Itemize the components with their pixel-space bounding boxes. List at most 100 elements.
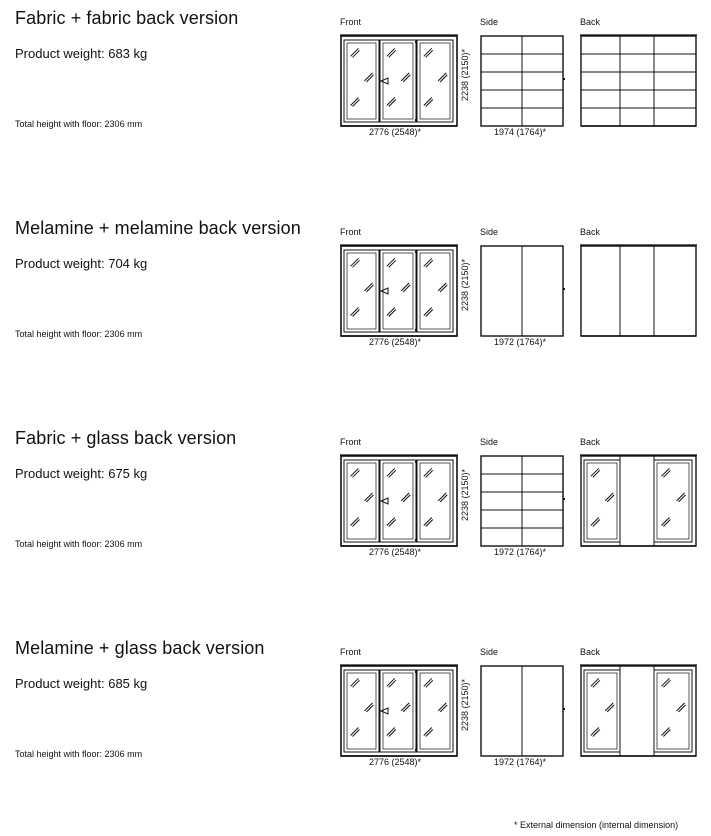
- glass-reflection: [350, 677, 359, 687]
- glass-reflection: [439, 284, 448, 293]
- glass-reflection: [352, 729, 360, 737]
- back-label: Back: [580, 17, 601, 27]
- product-weight: Product weight: 683 kg: [15, 46, 148, 61]
- back-view-drawing: [580, 454, 697, 547]
- glass-pane: [343, 459, 380, 543]
- glass-reflection: [592, 519, 601, 527]
- glass-inner-frame: [656, 462, 690, 540]
- side-width-dimension: 1972 (1764)*: [494, 337, 547, 347]
- glass-pane: [416, 459, 454, 543]
- side-width-dimension: 1972 (1764)*: [494, 547, 547, 557]
- hinge: [414, 670, 418, 674]
- glass-reflection: [364, 702, 373, 712]
- front-width-dimension: 2776 (2548)*: [369, 757, 422, 767]
- glass-reflection: [678, 494, 686, 503]
- glass-reflection: [590, 727, 600, 736]
- glass-reflection: [388, 99, 397, 107]
- glass-reflection: [386, 677, 396, 687]
- glass-reflection: [350, 257, 359, 267]
- hinge: [414, 538, 418, 542]
- front-view-drawing: [340, 34, 458, 127]
- glass-reflection: [352, 259, 360, 268]
- glass-reflection: [350, 97, 359, 106]
- glass-reflection: [386, 307, 396, 316]
- front-width-dimension: 2776 (2548)*: [369, 127, 422, 137]
- glass-reflection: [400, 492, 410, 502]
- glass-reflection: [592, 729, 601, 737]
- glass-reflection: [352, 679, 360, 688]
- glass-reflection: [350, 307, 359, 316]
- floor-height: Total height with floor: 2306 mm: [15, 119, 143, 129]
- side-connector: [563, 288, 565, 290]
- glass-reflection: [661, 467, 670, 477]
- glass-reflection: [439, 74, 448, 83]
- glass-inner-frame: [419, 462, 451, 540]
- glass-reflection: [423, 517, 433, 526]
- glass-reflection: [592, 679, 601, 688]
- glass-inner-frame: [656, 672, 690, 750]
- glass-pane: [416, 669, 454, 753]
- glass-reflection: [604, 702, 614, 712]
- side-width-dimension: 1972 (1764)*: [494, 757, 547, 767]
- glass-inner-frame: [382, 672, 414, 750]
- glass-reflection: [425, 309, 434, 317]
- product-weight: Product weight: 685 kg: [15, 676, 148, 691]
- front-view-drawing: [340, 454, 458, 547]
- glass-reflection: [388, 309, 397, 317]
- glass-inner-frame: [419, 672, 451, 750]
- glass-reflection: [364, 492, 373, 502]
- side-view-drawing: [480, 35, 565, 127]
- glass-pane: [379, 39, 417, 123]
- glass-reflection: [661, 677, 670, 687]
- glass-reflection: [423, 727, 433, 736]
- glass-inner-frame: [419, 42, 451, 120]
- glass-reflection: [402, 284, 411, 293]
- glass-reflection: [388, 729, 397, 737]
- floor-height: Total height with floor: 2306 mm: [15, 539, 143, 549]
- glass-reflection: [350, 727, 359, 736]
- glass-reflection: [425, 679, 434, 688]
- glass-reflection: [386, 97, 396, 106]
- glass-reflection: [606, 704, 615, 713]
- glass-reflection: [386, 257, 396, 267]
- glass-reflection: [350, 47, 359, 57]
- section-melamine-melamine: Melamine + melamine back version Product…: [0, 214, 711, 414]
- door-handle: [379, 287, 389, 295]
- glass-reflection: [366, 704, 374, 713]
- back-label: Back: [580, 227, 601, 237]
- front-outer-frame: [340, 455, 458, 547]
- glass-reflection: [366, 74, 374, 83]
- side-label: Side: [480, 227, 499, 237]
- glass-reflection: [386, 467, 396, 477]
- glass-reflection: [402, 494, 411, 503]
- glass-inner-frame: [346, 462, 377, 540]
- section-fabric-fabric: Fabric + fabric back version Product wei…: [0, 4, 711, 204]
- glass-inner-frame: [346, 672, 377, 750]
- glass-reflection: [437, 492, 447, 502]
- glass-reflection: [352, 519, 360, 527]
- glass-reflection: [661, 517, 670, 526]
- section-title: Fabric + glass back version: [15, 428, 237, 448]
- glass-reflection: [388, 679, 397, 688]
- side-width-dimension: 1974 (1764)*: [494, 127, 547, 137]
- glass-reflection: [423, 47, 433, 57]
- door-handle: [379, 707, 389, 715]
- section-title: Melamine + melamine back version: [15, 218, 301, 238]
- glass-inner-frame: [346, 252, 377, 330]
- glass-inner-frame: [419, 252, 451, 330]
- glass-reflection: [352, 469, 360, 478]
- glass-pane: [583, 669, 621, 753]
- glass-reflection: [400, 702, 410, 712]
- glass-reflection: [676, 492, 685, 502]
- glass-reflection: [590, 517, 600, 526]
- glass-reflection: [402, 704, 411, 713]
- glass-inner-frame: [382, 252, 414, 330]
- glass-reflection: [388, 469, 397, 478]
- product-weight: Product weight: 675 kg: [15, 466, 148, 481]
- front-width-dimension: 2776 (2548)*: [369, 337, 422, 347]
- glass-reflection: [400, 282, 410, 292]
- hinge: [414, 748, 418, 752]
- front-width-dimension: 2776 (2548)*: [369, 547, 422, 557]
- glass-reflection: [425, 99, 434, 107]
- front-label: Front: [340, 437, 362, 447]
